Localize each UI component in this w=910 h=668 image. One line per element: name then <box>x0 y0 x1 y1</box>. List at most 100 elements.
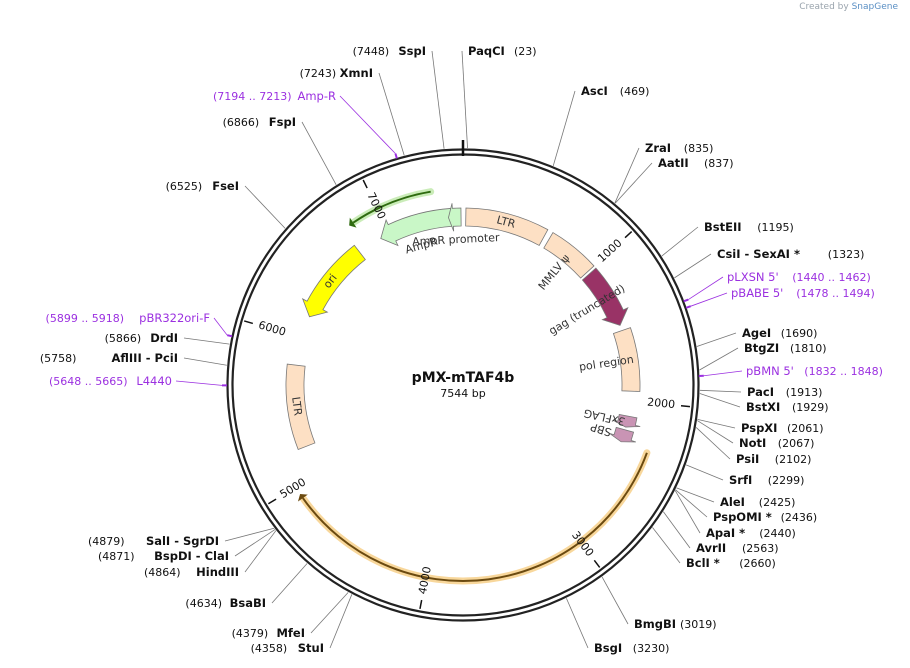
primer-name-amp-r: Amp-R <box>297 89 336 103</box>
tick-label: 1000 <box>595 237 624 265</box>
orf-line <box>302 452 648 582</box>
plasmid-name: pMX-mTAF4b <box>412 370 515 386</box>
site-name-sali-sgrdi: SalI - SgrDI <box>146 534 219 548</box>
site-line <box>685 464 724 481</box>
snapgene-credit: Created by SnapGene <box>799 2 898 12</box>
site-name-paqci: PaqCI <box>468 44 505 58</box>
site-line <box>566 598 589 649</box>
tick-mark <box>680 405 691 408</box>
site-position: (5758) <box>40 352 77 365</box>
site-line <box>310 592 349 634</box>
site-position: (4634) <box>185 597 222 610</box>
site-line <box>234 529 276 557</box>
tick-mark <box>593 559 601 568</box>
site-name-bspdi-clai: BspDI - ClaI <box>154 549 229 563</box>
site-position: (4871) <box>98 550 135 563</box>
primer-range: (5648 .. 5665) <box>49 375 128 388</box>
orf-arrowhead <box>349 217 357 228</box>
tick-label: 6000 <box>257 318 288 338</box>
feature-label-sbp: SBP <box>589 420 613 439</box>
site-position: (2067) <box>778 437 815 450</box>
primer-line <box>339 95 396 154</box>
site-line <box>699 393 741 408</box>
feature-label-ampr-promoter: AmpR promoter <box>412 231 500 248</box>
site-position: (4379) <box>232 627 269 640</box>
site-line <box>183 337 230 345</box>
primer-sites: pLXSN 5'(1440 .. 1462)pBABE 5'(1478 .. 1… <box>46 89 883 388</box>
site-position: (2436) <box>781 511 818 524</box>
site-line <box>699 347 739 371</box>
site-name-drdi: DrdI <box>150 331 178 345</box>
primer-name-l4440: L4440 <box>136 374 172 388</box>
primer-mark <box>226 334 233 338</box>
site-line <box>244 185 286 229</box>
primer-line <box>175 380 223 386</box>
site-position: (1195) <box>757 221 794 234</box>
site-name-agei: AgeI <box>742 326 771 340</box>
site-position: (6525) <box>166 180 203 193</box>
site-position: (23) <box>514 45 537 58</box>
primer-line <box>690 292 728 307</box>
site-name-avrii: AvrII <box>696 541 726 555</box>
site-line <box>183 357 227 366</box>
site-line <box>676 487 715 503</box>
site-name-srfi: SrfI <box>729 473 752 487</box>
site-name-xmni: XmnI <box>340 66 373 80</box>
site-position: (3230) <box>633 642 670 655</box>
site-line <box>662 511 691 549</box>
feature-label-ltr: LTR <box>289 396 304 417</box>
feature-gag-truncated <box>581 267 629 326</box>
site-position: (2299) <box>768 474 805 487</box>
site-name-pspxi: PspXI <box>741 421 777 435</box>
site-position: (2660) <box>739 557 776 570</box>
tick-label: 4000 <box>416 565 434 595</box>
tick-mark <box>267 498 277 505</box>
site-line <box>244 530 277 573</box>
site-position: (2061) <box>787 422 824 435</box>
site-line <box>431 50 445 149</box>
site-line <box>378 72 405 156</box>
site-line <box>695 427 731 460</box>
feature-ltr <box>285 363 316 451</box>
site-position: (1323) <box>828 248 865 261</box>
primer-range: (5899 .. 5918) <box>46 312 125 325</box>
feature-label-ltr: LTR <box>495 213 517 231</box>
site-name-pspomi: PspOMI * <box>713 510 772 524</box>
tick-mark <box>419 599 423 610</box>
site-line <box>697 420 734 444</box>
snapgene-brand: SnapGene <box>851 2 898 12</box>
primer-mark <box>685 305 692 309</box>
site-name-paci: PacI <box>747 385 774 399</box>
site-position: (1929) <box>792 401 829 414</box>
site-position: (2102) <box>775 453 812 466</box>
primer-range: (1478 .. 1494) <box>796 287 875 300</box>
site-position: (4879) <box>88 535 125 548</box>
feature-ampr <box>380 208 453 247</box>
backbone-ring <box>226 140 700 622</box>
site-line <box>552 90 576 166</box>
site-position: (6866) <box>223 116 260 129</box>
site-name-fsei: FseI <box>212 179 239 193</box>
site-name-afliii-pcii: AflIII - PciI <box>111 351 178 365</box>
primer-line <box>703 370 743 377</box>
site-position: (2440) <box>759 527 796 540</box>
site-name-bstxi: BstXI <box>746 400 780 414</box>
primer-mark <box>683 298 689 303</box>
feature-mmlv <box>543 232 595 279</box>
primer-name-pbabe-5: pBABE 5' <box>731 286 783 300</box>
site-name-bmgbi: BmgBI <box>634 617 676 631</box>
feature-label-mmlv: MMLV ψ <box>536 252 573 293</box>
site-line <box>301 121 337 185</box>
site-line <box>675 489 708 518</box>
site-position: (7243) <box>300 67 337 80</box>
site-name-bsabi: BsaBI <box>230 596 266 610</box>
site-line <box>674 253 712 279</box>
feature-pol-region <box>612 327 641 392</box>
tick-mark <box>243 320 254 325</box>
restriction-sites: PaqCI(23)AscI(469)ZraI(835)AatII(837)Bst… <box>40 44 865 655</box>
site-line <box>614 147 640 204</box>
site-name-psii: PsiI <box>736 452 759 466</box>
tick-label: 2000 <box>647 396 676 412</box>
site-name-mfei: MfeI <box>276 626 305 640</box>
